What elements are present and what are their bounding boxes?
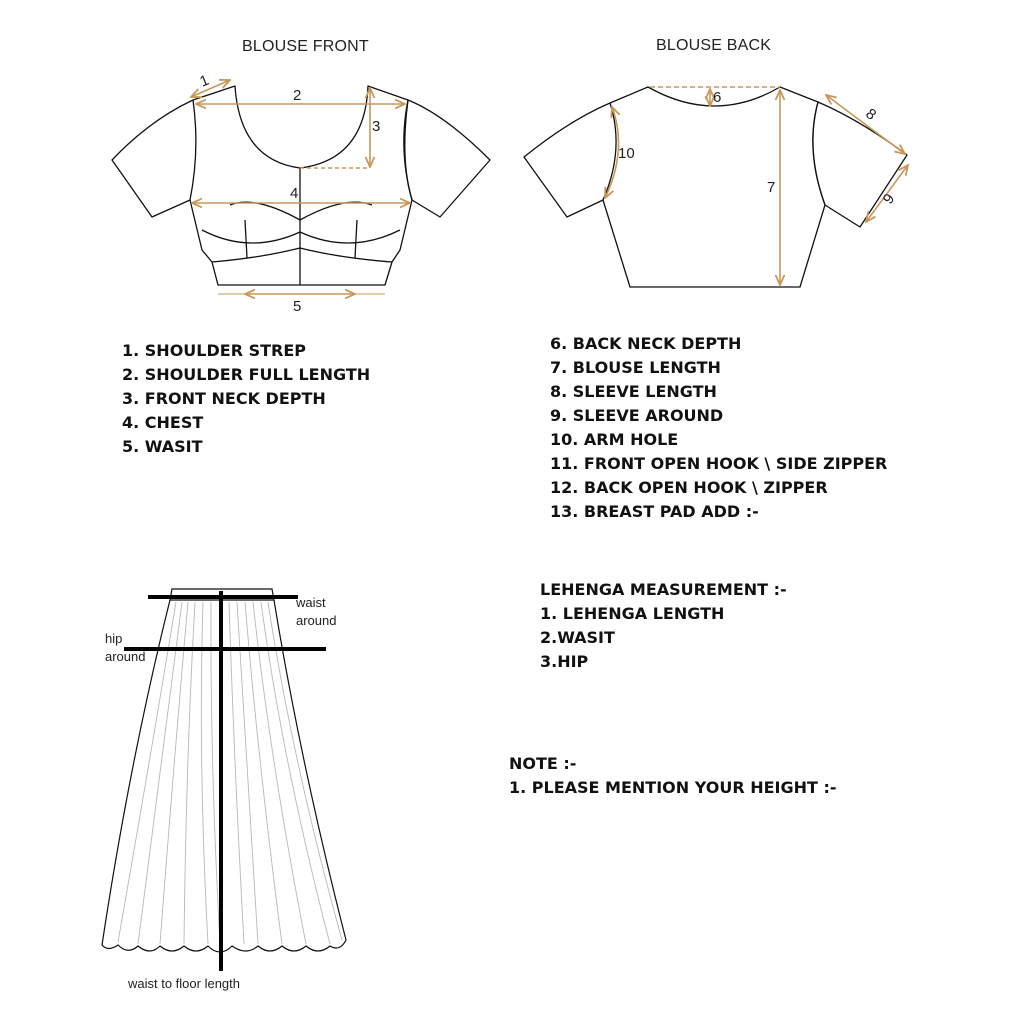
lehenga-measurement-list: 1. LEHENGA LENGTH 2.WASIT 3.HIP xyxy=(540,602,787,674)
marker-7: 7 xyxy=(767,179,775,196)
blouse-front-measurements xyxy=(191,80,410,294)
back-body xyxy=(602,86,826,288)
measure-8-sleeve-length xyxy=(826,95,905,154)
marker-6: 6 xyxy=(713,89,721,106)
front-body xyxy=(189,85,413,286)
front-measurement-list: 1. SHOULDER STREP 2. SHOULDER FULL LENGT… xyxy=(122,339,370,459)
front-item-waist: 5. WASIT xyxy=(122,437,203,456)
note-item-height: 1. PLEASE MENTION YOUR HEIGHT :- xyxy=(509,778,837,797)
lehenga-item-hip: 3.HIP xyxy=(540,652,589,671)
marker-4: 4 xyxy=(290,185,298,202)
hip-around-label: hip around xyxy=(105,631,146,664)
lehenga-item-length: 1. LEHENGA LENGTH xyxy=(540,604,725,623)
blouse-back-measurements xyxy=(605,86,908,285)
lehenga-measure-lines xyxy=(124,591,326,971)
back-item-sleeve-around: 9. SLEEVE AROUND xyxy=(550,406,724,425)
lehenga-measurement-section: LEHENGA MEASUREMENT :- 1. LEHENGA LENGTH… xyxy=(540,578,787,674)
front-item-shoulder-strap: 1. SHOULDER STREP xyxy=(122,341,306,360)
marker-5: 5 xyxy=(293,298,301,315)
waist-around-label: waist around xyxy=(296,595,337,628)
back-item-sleeve-length: 8. SLEEVE LENGTH xyxy=(550,382,717,401)
back-item-blouse-length: 7. BLOUSE LENGTH xyxy=(550,358,721,377)
note-list: 1. PLEASE MENTION YOUR HEIGHT :- xyxy=(509,776,837,800)
back-item-back-open-hook: 12. BACK OPEN HOOK \ ZIPPER xyxy=(550,478,828,497)
marker-9: 9 xyxy=(880,191,899,208)
front-item-shoulder-full-length: 2. SHOULDER FULL LENGTH xyxy=(122,365,371,384)
marker-2: 2 xyxy=(293,87,301,104)
note-heading: NOTE :- xyxy=(509,754,577,773)
lehenga-item-waist: 2.WASIT xyxy=(540,628,615,647)
blouse-front-drawing xyxy=(111,85,491,286)
back-item-front-open-hook: 11. FRONT OPEN HOOK \ SIDE ZIPPER xyxy=(550,454,888,473)
marker-8: 8 xyxy=(862,105,879,124)
back-right-sleeve xyxy=(817,101,908,228)
skirt-pleats xyxy=(117,601,343,945)
back-left-sleeve xyxy=(523,102,611,218)
marker-10: 10 xyxy=(618,145,635,162)
front-item-front-neck-depth: 3. FRONT NECK DEPTH xyxy=(122,389,326,408)
blouse-front-title: BLOUSE FRONT xyxy=(242,38,369,55)
lehenga-heading: LEHENGA MEASUREMENT :- xyxy=(540,580,787,599)
back-item-arm-hole: 10. ARM HOLE xyxy=(550,430,679,449)
back-item-back-neck-depth: 6. BACK NECK DEPTH xyxy=(550,334,742,353)
front-left-sleeve xyxy=(111,99,194,218)
front-right-sleeve xyxy=(407,99,491,218)
note-section: NOTE :- 1. PLEASE MENTION YOUR HEIGHT :- xyxy=(509,752,837,800)
marker-3: 3 xyxy=(372,118,380,135)
front-item-chest: 4. CHEST xyxy=(122,413,204,432)
blouse-back-title: BLOUSE BACK xyxy=(656,37,772,54)
measure-10-arm-hole xyxy=(605,107,619,198)
blouse-back-drawing xyxy=(523,86,908,288)
waist-to-floor-label: waist to floor length xyxy=(128,976,241,991)
back-measurement-list: 6. BACK NECK DEPTH 7. BLOUSE LENGTH 8. S… xyxy=(550,332,887,524)
marker-1: 1 xyxy=(197,72,211,91)
measure-1-shoulder-strap xyxy=(191,80,230,97)
measure-9-sleeve-around xyxy=(866,165,908,222)
back-item-breast-pad: 13. BREAST PAD ADD :- xyxy=(550,502,759,521)
